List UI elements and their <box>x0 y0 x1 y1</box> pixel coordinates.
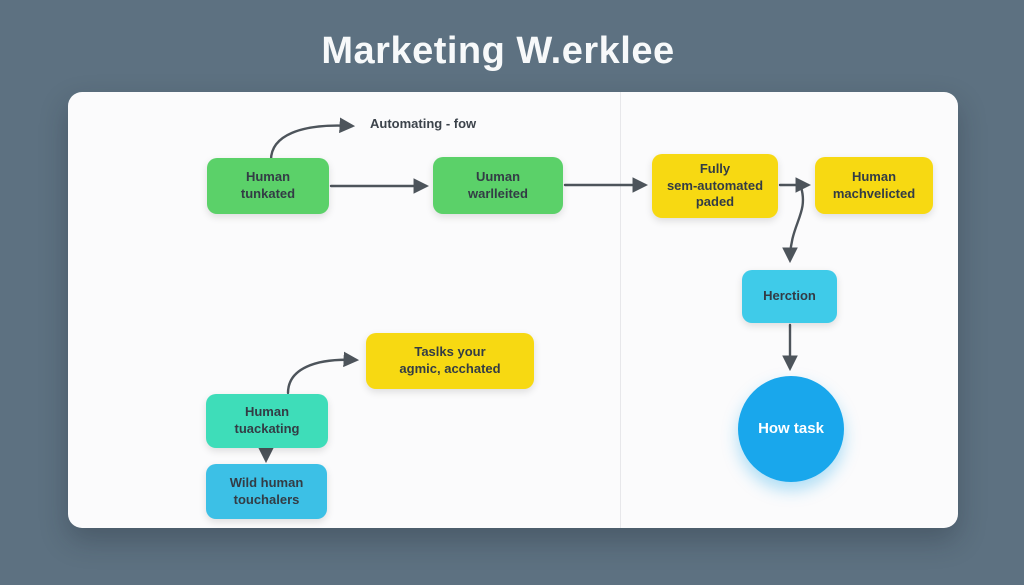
node-herction-label: Herction <box>763 288 816 304</box>
node-how-task[interactable]: How task <box>738 376 844 482</box>
node-human-tunkated[interactable]: Human tunkated <box>207 158 329 214</box>
diagram-title: Marketing W.erklee <box>321 30 675 72</box>
node-fully-sem-automated-label: Fully sem-automated paded <box>666 160 764 210</box>
node-wild-human-touchalers-label: Wild human touchalers <box>229 474 304 507</box>
arrow-green1-to-annotation <box>269 117 356 162</box>
whiteboard-canvas: Automating - fow Human tunkated Uuman wa… <box>68 92 958 528</box>
annotation-automating-fow[interactable]: Automating - fow <box>370 116 477 131</box>
node-uuman-warlleited-label: Uuman warlleited <box>468 168 528 201</box>
node-human-machvelicted-label: Human machvelicted <box>832 168 916 201</box>
node-herction[interactable]: Herction <box>742 270 837 323</box>
node-uuman-warlleited[interactable]: Uuman warlleited <box>433 157 563 214</box>
node-human-tunkated-label: Human tunkated <box>240 169 296 201</box>
node-human-machvelicted[interactable]: Human machvelicted <box>815 157 933 214</box>
arrow-branch-to-herction <box>782 185 805 264</box>
node-how-task-label: How task <box>758 420 824 438</box>
arrow-teal-to-tasks <box>286 351 360 395</box>
node-tasks-agmic-label: Taslks your agmic, acchated <box>399 344 501 376</box>
canvas-divider <box>620 92 621 528</box>
node-tasks-agmic[interactable]: Taslks your agmic, acchated <box>366 333 534 389</box>
node-human-tuackating-label: Human tuackating <box>234 404 300 436</box>
node-human-tuackating[interactable]: Human tuackating <box>206 394 328 448</box>
node-wild-human-touchalers[interactable]: Wild human touchalers <box>206 464 327 519</box>
node-fully-sem-automated[interactable]: Fully sem-automated paded <box>652 154 778 218</box>
